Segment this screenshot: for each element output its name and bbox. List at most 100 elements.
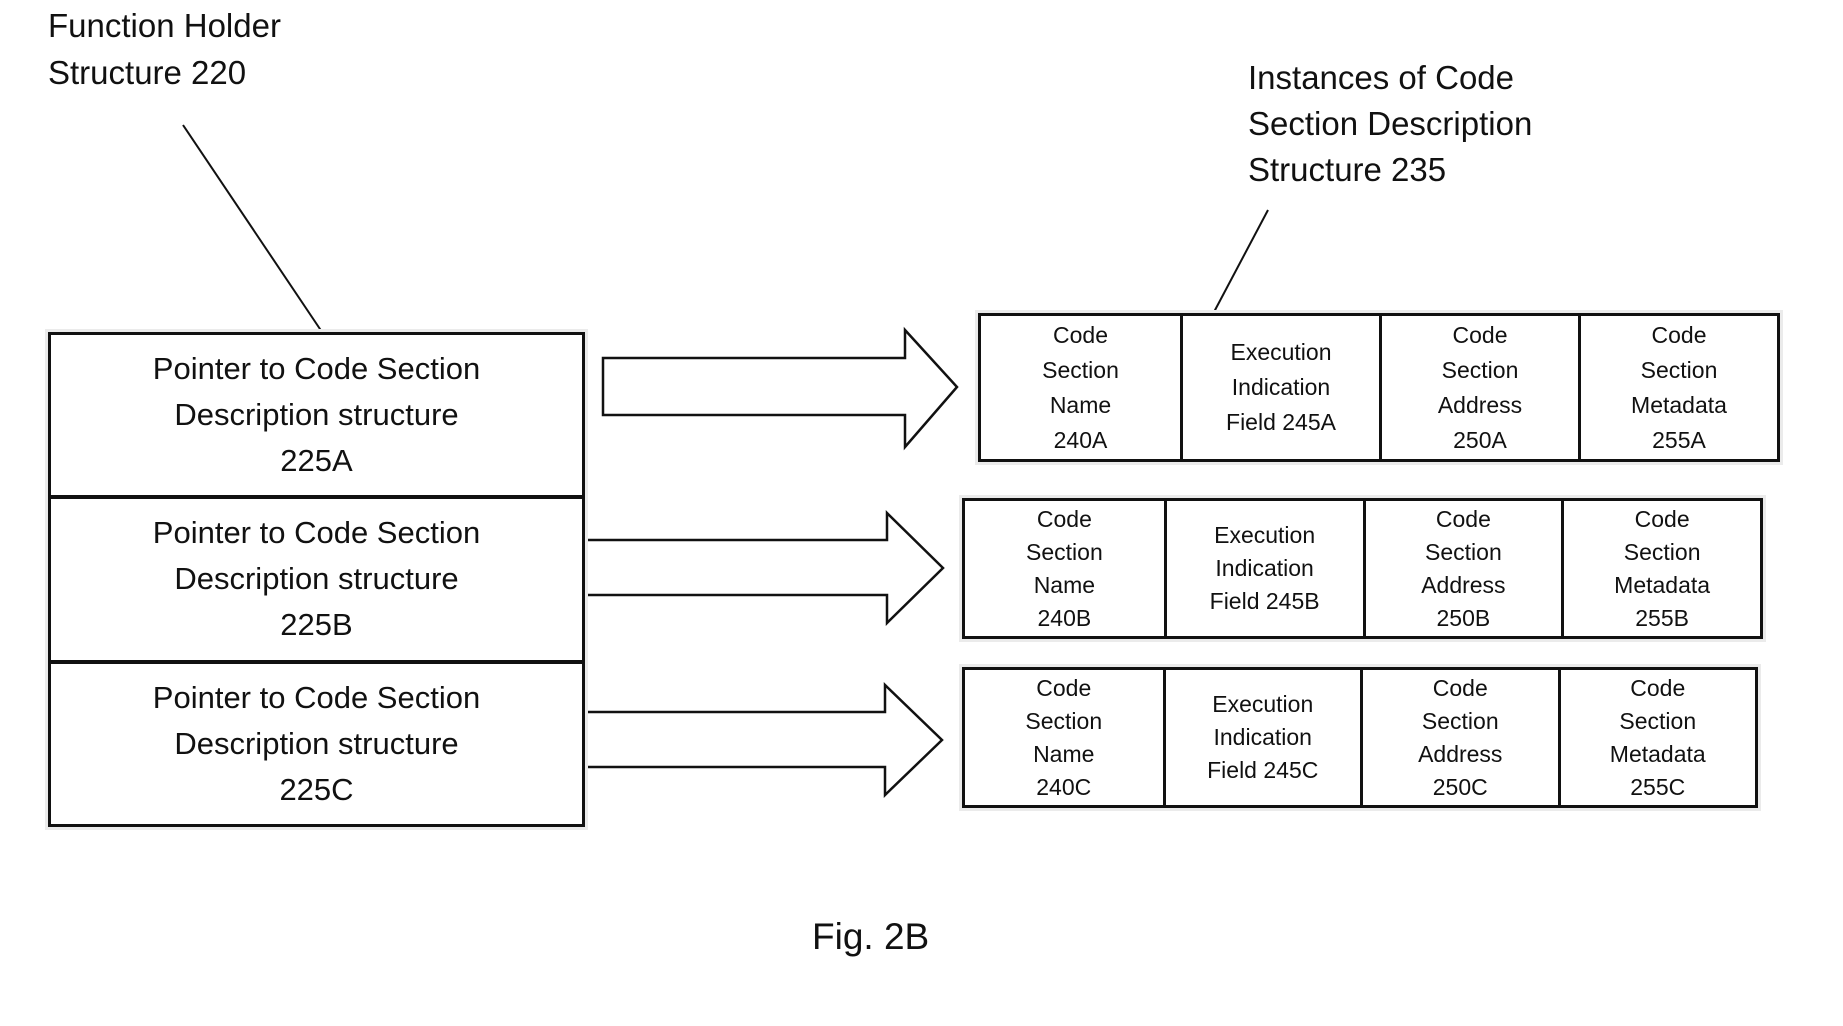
cell-line: Description structure [174,725,459,761]
code-section-name-cell: Code Section Name 240A [981,316,1180,459]
code-section-address-cell: Code Section Address 250A [1379,316,1578,459]
cell-line: Address [1418,740,1503,767]
cell-line: 250A [1453,426,1507,453]
cell-line: 240C [1036,773,1092,800]
cell-line: Field 245A [1226,409,1336,435]
cell-line: 240A [1053,426,1108,453]
label-line: Section Description [1248,105,1533,142]
cell-line: Metadata [1614,571,1711,598]
cell-line: Field 245B [1209,588,1320,614]
cell-line: Section [1425,538,1502,565]
cell-line: Code [1435,505,1491,532]
code-section-metadata-cell: Code Section Metadata 255A [1578,316,1777,459]
cell-line: Indication [1213,724,1312,750]
code-section-metadata-cell: Code Section Metadata 255C [1557,670,1756,805]
cell-line: Code [1036,674,1092,701]
execution-indication-field-cell: Execution Indication Field 245B [1163,501,1363,636]
label-line: Structure 235 [1248,151,1447,188]
cell-line: Pointer to Code Section [152,679,481,715]
cell-text: Code Section Metadata 255B [1614,503,1710,635]
cell-line: 255C [1630,773,1686,800]
label-line: Structure 220 [48,54,247,91]
cell-line: Section [1640,356,1718,383]
cell-text: Execution Indication Field 245A [1226,335,1336,440]
cell-line: 240B [1037,604,1092,631]
pointer-cell-225a: Pointer to Code Section Description stru… [51,335,582,495]
cell-line: Code [1634,505,1690,532]
cell-line: Name [1033,571,1096,598]
figure-caption: Fig. 2B [812,916,930,957]
code-section-structure-row-c: Code Section Name 240C Execution Indicat… [962,667,1758,808]
cell-line: 255A [1652,426,1706,453]
cell-text: Code Section Name 240C [1025,672,1102,804]
code-section-structure-row-a: Code Section Name 240A Execution Indicat… [978,313,1780,462]
cell-line: Code [1651,321,1707,348]
cell-line: Section [1623,538,1701,565]
cell-text: Code Section Address 250C [1418,672,1502,804]
block-arrow-right-icon-row-c [584,682,944,798]
leader-line-instances-icon [1213,209,1269,313]
code-section-address-cell: Code Section Address 250C [1360,670,1558,805]
cell-line: Indication [1215,555,1314,581]
cell-line: Code [1036,505,1092,532]
cell-line: Address [1421,571,1506,598]
cell-text: Code Section Address 250A [1438,318,1522,458]
function-holder-structure-label: Function Holder Structure 220 [48,2,281,96]
cell-text: Code Section Name 240B [1026,503,1103,635]
cell-line: Name [1049,391,1112,418]
cell-text: Code Section Name 240A [1042,318,1119,458]
cell-line: Section [1441,356,1519,383]
pointer-cell-text: Pointer to Code Section Description stru… [153,675,480,813]
cell-line: Pointer to Code Section [152,351,481,387]
execution-indication-field-cell: Execution Indication Field 245C [1162,670,1361,805]
cell-text: Code Section Metadata 255C [1610,672,1706,804]
code-section-name-cell: Code Section Name 240C [965,670,1163,805]
cell-line: Address [1437,391,1523,418]
pointer-cell-225b: Pointer to Code Section Description stru… [51,495,582,659]
cell-line: Pointer to Code Section [152,515,481,551]
cell-line: Section [1042,356,1119,383]
code-section-metadata-cell: Code Section Metadata 255B [1561,501,1760,636]
cell-line: 255B [1635,604,1689,631]
cell-line: 250B [1436,604,1491,631]
cell-line: Code [1630,674,1686,701]
cell-line: Metadata [1609,740,1706,767]
cell-text: Code Section Address 250B [1421,503,1505,635]
cell-line: Field 245C [1207,757,1319,783]
cell-line: 225A [280,443,353,479]
cell-line: 250C [1432,773,1488,800]
cell-line: Execution [1214,522,1316,548]
cell-line: Name [1033,740,1095,767]
code-section-name-cell: Code Section Name 240B [965,501,1164,636]
cell-line: Indication [1231,374,1331,400]
cell-line: Execution [1230,339,1332,365]
cell-line: Section [1025,707,1103,734]
block-arrow-right-icon-row-a [601,326,959,451]
code-section-address-cell: Code Section Address 250B [1362,501,1562,636]
cell-line: Metadata [1631,391,1727,418]
pointer-cell-text: Pointer to Code Section Description stru… [153,510,480,648]
instances-structure-label: Instances of Code Section Description St… [1248,55,1532,193]
cell-text: Execution Indication Field 245C [1207,688,1318,787]
label-line: Function Holder [48,7,281,44]
cell-line: Description structure [174,397,459,433]
cell-line: 225B [280,607,353,643]
cell-text: Execution Indication Field 245B [1210,519,1320,618]
block-arrow-right-icon-row-b [584,510,945,626]
leader-line-function-holder-icon [182,124,323,333]
cell-line: 225C [279,771,354,807]
execution-indication-field-cell: Execution Indication Field 245A [1180,316,1379,459]
cell-line: Code [1452,321,1508,348]
function-holder-structure-box: Pointer to Code Section Description stru… [48,332,585,827]
code-section-structure-row-b: Code Section Name 240B Execution Indicat… [962,498,1763,639]
cell-line: Code [1053,321,1108,348]
cell-line: Section [1026,538,1103,565]
cell-line: Description structure [174,561,459,597]
pointer-cell-225c: Pointer to Code Section Description stru… [51,659,582,824]
label-line: Instances of Code [1248,59,1514,96]
cell-line: Section [1421,707,1499,734]
pointer-cell-text: Pointer to Code Section Description stru… [153,346,480,484]
cell-line: Code [1432,674,1488,701]
